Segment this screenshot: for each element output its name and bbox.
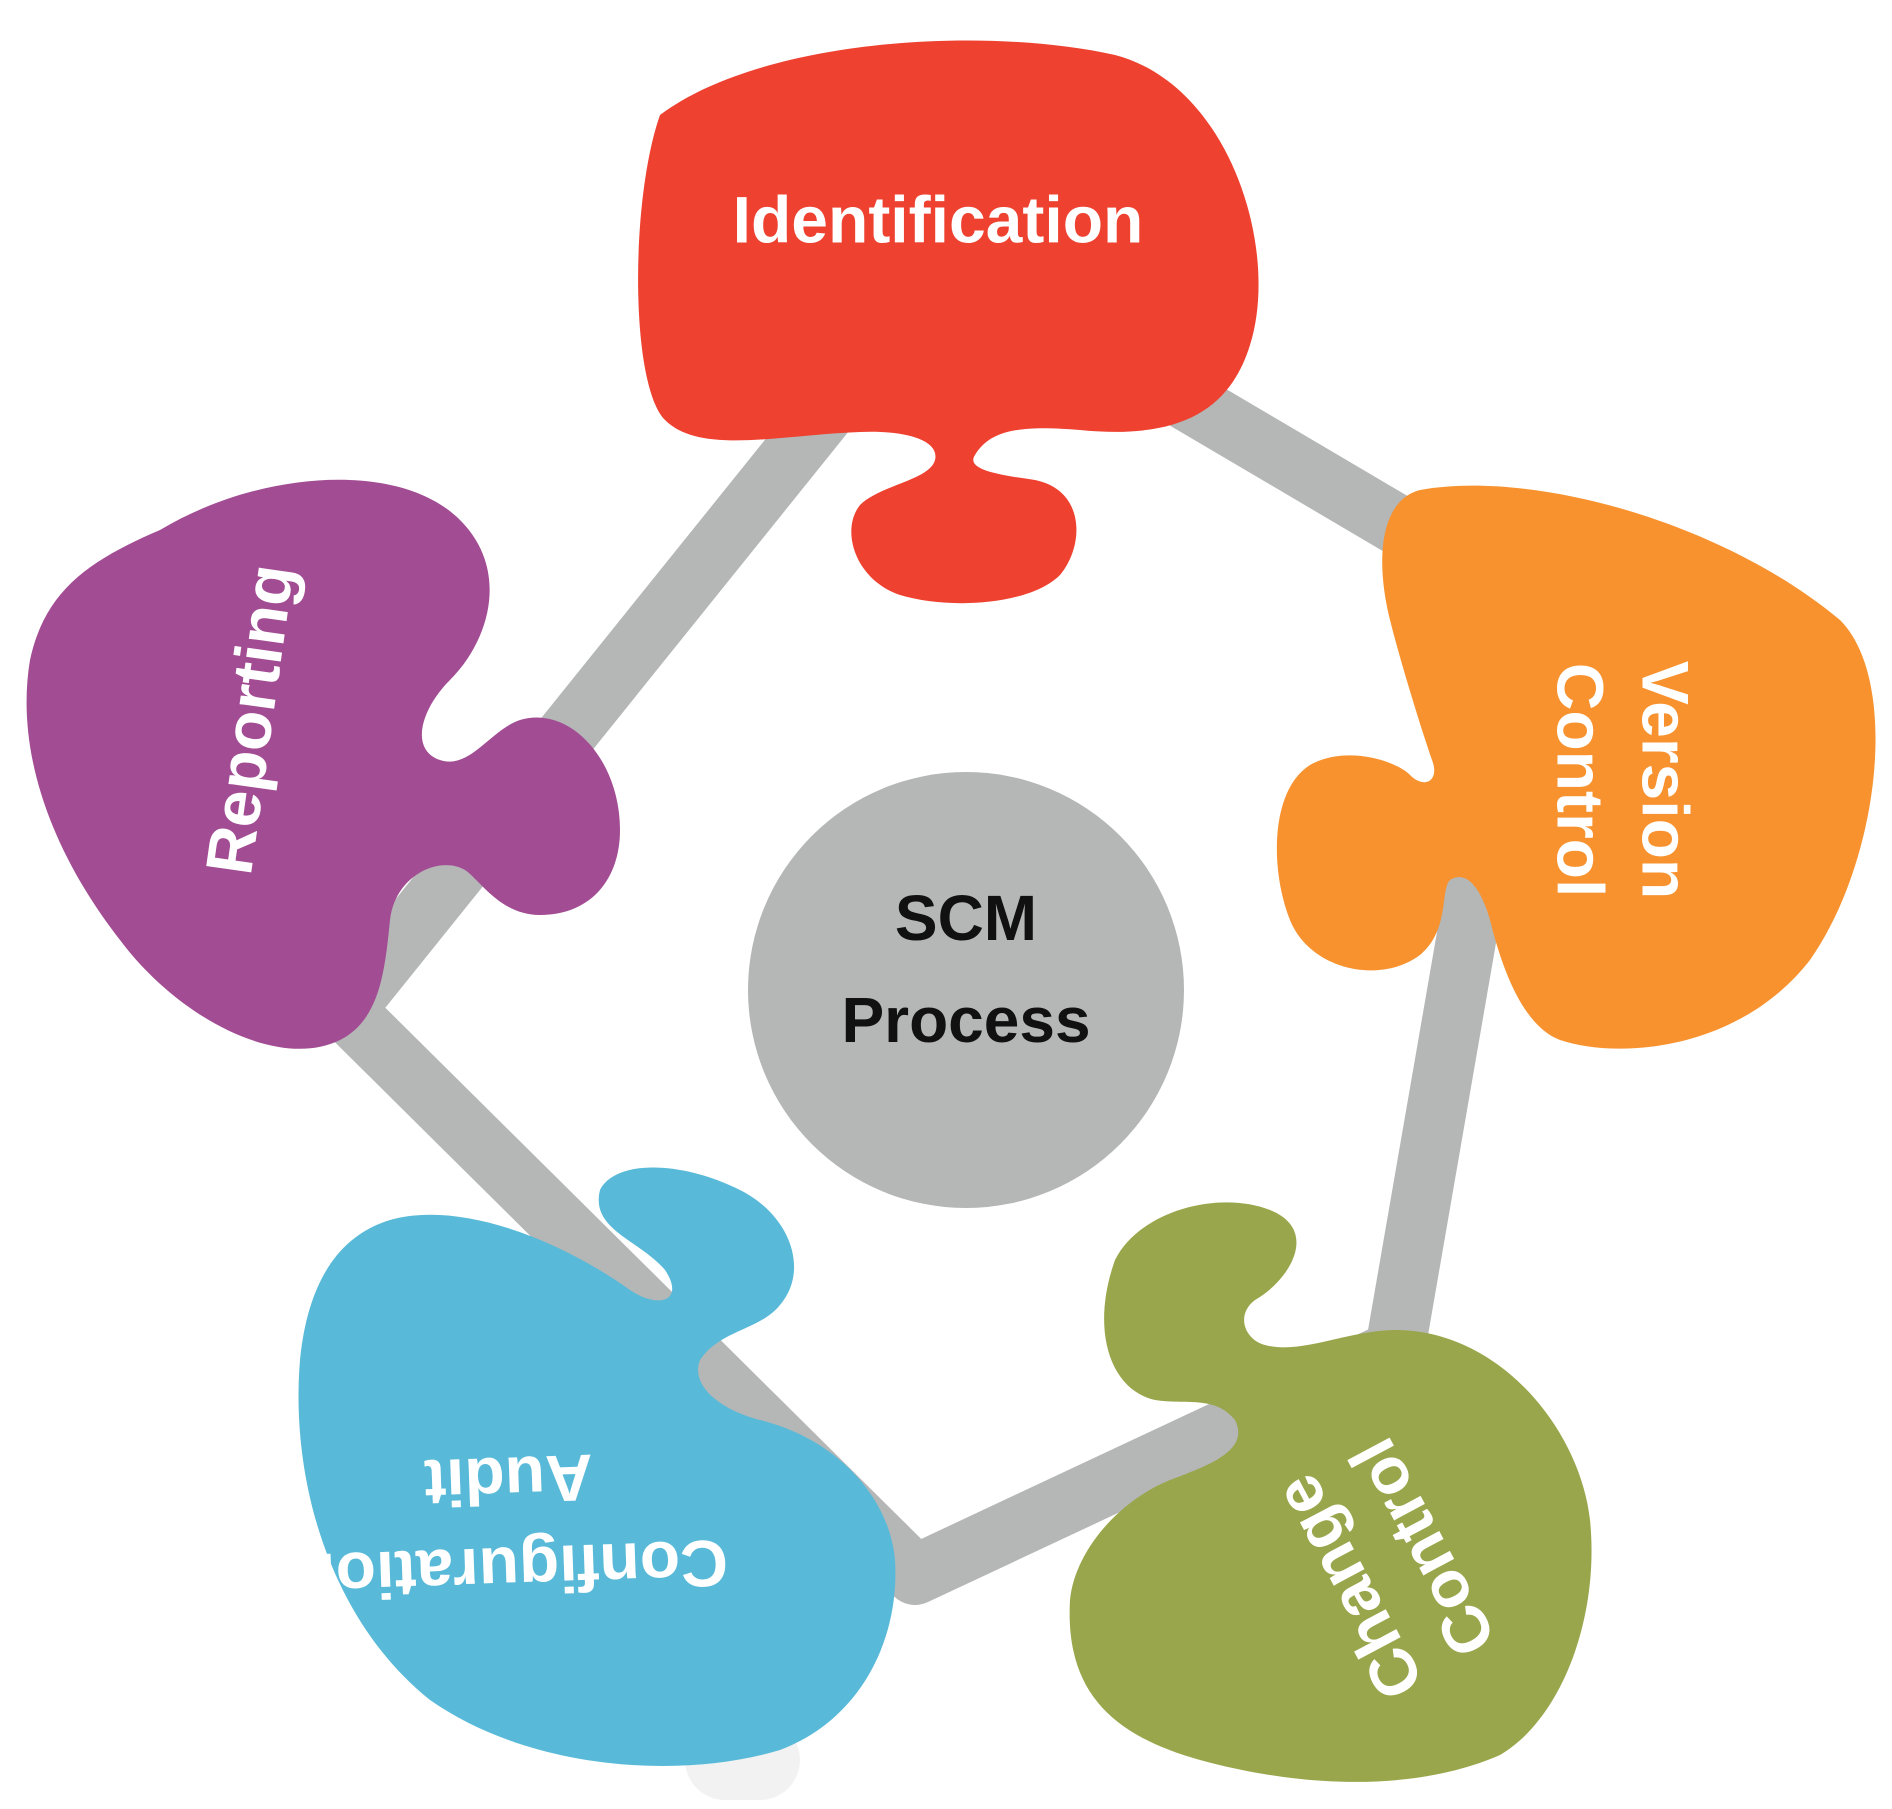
center-circle xyxy=(748,772,1184,1208)
configuration-audit-piece: Configuration Audit xyxy=(294,1167,896,1766)
change-control-piece: Change Control xyxy=(1069,1202,1592,1782)
center-label-line2: Process xyxy=(841,984,1090,1056)
version-control-label-line1: Version xyxy=(1629,661,1703,899)
version-control-label-line2: Control xyxy=(1544,663,1618,898)
identification-label: Identification xyxy=(733,182,1144,256)
version-control-piece: Version Control xyxy=(1276,485,1876,1049)
reporting-piece: Reporting xyxy=(26,479,621,1049)
configuration-audit-label-line1: Configuration xyxy=(294,1526,729,1615)
configuration-audit-label-line2: Audit xyxy=(423,1441,594,1521)
identification-piece: Identification xyxy=(638,40,1259,604)
center-label-line1: SCM xyxy=(895,882,1037,954)
